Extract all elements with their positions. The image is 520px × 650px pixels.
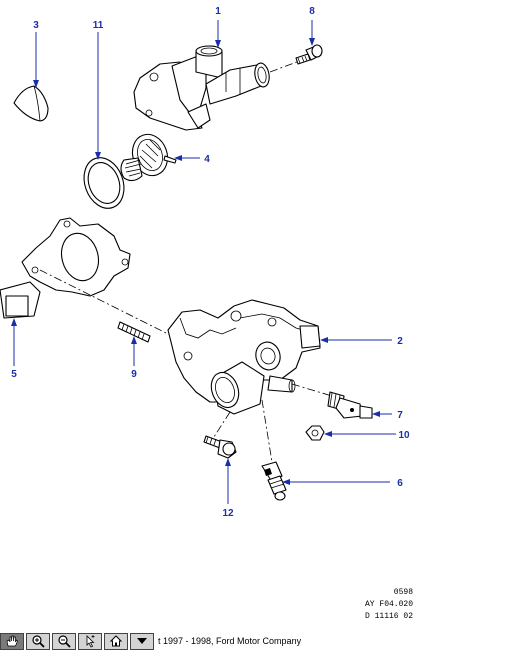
part-12-bolt — [203, 411, 237, 459]
callout-9: 9 — [131, 369, 137, 380]
part-10-nut — [305, 425, 325, 441]
cursor-icon — [86, 635, 95, 648]
part-4-thermostat — [120, 133, 177, 182]
home-icon — [109, 635, 123, 647]
part-3-cap — [13, 85, 49, 122]
reference-code-1: 0598 — [393, 588, 413, 597]
dropdown-arrow-icon — [137, 638, 147, 644]
reference-code-3: D 11116 02 — [364, 612, 413, 621]
callout-12: 12 — [222, 508, 234, 519]
menu-dropdown-button[interactable] — [130, 632, 154, 650]
part-2-housing-body — [167, 299, 321, 415]
zoom-in-button[interactable] — [26, 632, 50, 650]
select-tool-button[interactable] — [78, 632, 102, 650]
exploded-parts-diagram: 1 2 3 4 5 6 7 8 9 10 11 12 — [0, 6, 410, 519]
leader-lines — [11, 20, 396, 504]
callout-10: 10 — [398, 430, 410, 441]
part-5-gasket — [0, 217, 131, 319]
callout-7: 7 — [397, 410, 403, 421]
zoom-in-icon — [32, 635, 45, 648]
reference-code-2: AY F04.020 — [364, 600, 413, 609]
part-9-stud — [39, 269, 181, 343]
callout-5: 5 — [11, 369, 17, 380]
part-1-thermostat-housing — [133, 45, 270, 131]
callout-6: 6 — [397, 478, 403, 489]
callout-2: 2 — [397, 336, 403, 347]
callout-8: 8 — [309, 6, 315, 17]
part-8-bolt — [269, 44, 323, 73]
callout-3: 3 — [33, 20, 39, 31]
part-11-o-ring — [83, 157, 125, 209]
pan-tool-button[interactable] — [0, 632, 24, 650]
hand-icon — [6, 635, 18, 647]
part-7-temperature-sender — [291, 383, 373, 419]
viewer-toolbar: t 1997 - 1998, Ford Motor Company — [0, 632, 301, 650]
zoom-out-icon — [58, 635, 71, 648]
callout-11: 11 — [93, 20, 104, 31]
zoom-out-button[interactable] — [52, 632, 76, 650]
callout-1: 1 — [215, 6, 221, 17]
callout-4: 4 — [204, 154, 210, 165]
copyright-text: t 1997 - 1998, Ford Motor Company — [158, 636, 302, 646]
home-button[interactable] — [104, 632, 128, 650]
callout-labels: 1 2 3 4 5 6 7 8 9 10 11 12 — [11, 6, 410, 519]
part-6-temperature-sensor — [261, 399, 287, 501]
